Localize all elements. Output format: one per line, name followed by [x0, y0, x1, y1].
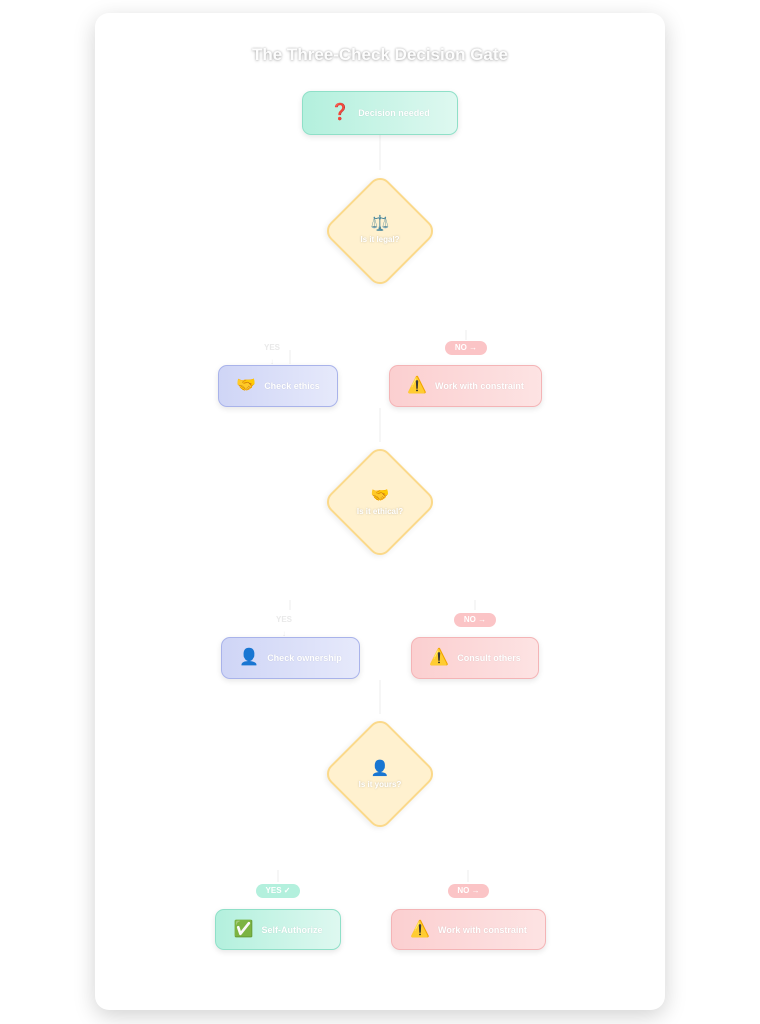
- warning-icon: ⚠️: [410, 920, 431, 938]
- question-icon: ❓: [330, 104, 351, 121]
- work-with-constraint-label-yours: Work with constraint: [438, 924, 527, 935]
- gate-legal-question: Is it legal?: [360, 235, 400, 244]
- work-with-constraint-label-legal: Work with constraint: [435, 381, 524, 391]
- gate-yours-question: Is it yours?: [358, 780, 402, 789]
- scales-icon: ⚖️: [370, 215, 390, 232]
- yes-badge-ethical: YES ↓: [275, 615, 292, 638]
- consult-others-label: Consult others: [457, 653, 521, 663]
- self-authorize-node: ✅ Self-Authorize: [215, 909, 341, 950]
- warning-icon: ⚠️: [429, 649, 450, 666]
- gate-legal-label: ⚖️ Is it legal?: [322, 214, 438, 244]
- warning-icon: ⚠️: [407, 377, 428, 394]
- work-with-constraint-node-legal: ⚠️ Work with constraint: [389, 365, 542, 407]
- work-with-constraint-node-yours: ⚠️ Work with constraint: [391, 909, 546, 950]
- consult-others-node: ⚠️ Consult others: [411, 637, 539, 679]
- gate-yours-label: 👤 Is it yours?: [322, 759, 438, 789]
- check-ethics-label: Check ethics: [264, 381, 320, 391]
- person-icon: 👤: [239, 649, 260, 666]
- diagram-title: The Three-Check Decision Gate: [251, 45, 509, 64]
- check-ethics-node: 🤝 Check ethics: [218, 365, 338, 407]
- no-badge-ethical: NO →: [454, 613, 496, 627]
- person-icon: 👤: [370, 760, 390, 777]
- handshake-icon: 🤝: [236, 377, 257, 394]
- check-ownership-node: 👤 Check ownership: [221, 637, 360, 679]
- gate-ethical-question: Is it ethical?: [356, 507, 404, 516]
- start-label: Decision needed: [358, 108, 430, 118]
- yes-badge-yours: YES ✓: [256, 884, 300, 898]
- checkmark-icon: ✅: [233, 920, 254, 938]
- yes-badge-legal: YES ↓: [263, 343, 280, 366]
- no-badge-legal: NO →: [445, 341, 487, 355]
- check-ownership-label: Check ownership: [267, 653, 342, 663]
- no-badge-yours: NO →: [448, 884, 489, 898]
- handshake-icon: 🤝: [370, 487, 390, 504]
- self-authorize-label: Self-Authorize: [261, 924, 323, 935]
- gate-ethical-label: 🤝 Is it ethical?: [322, 486, 438, 516]
- start-node: ❓ Decision needed: [302, 91, 458, 135]
